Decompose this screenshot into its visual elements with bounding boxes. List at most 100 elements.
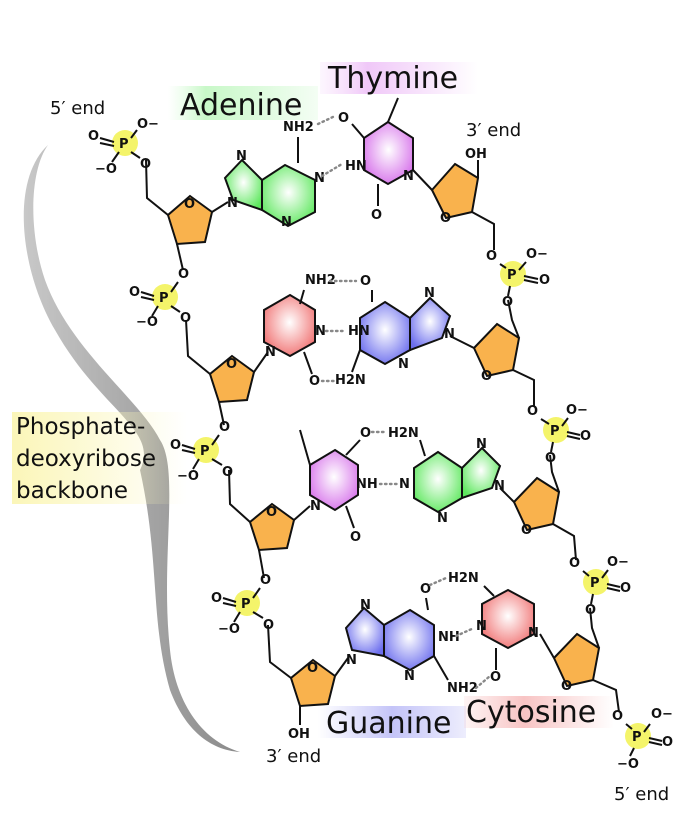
svg-text:N: N: [444, 327, 455, 342]
svg-text:−O: −O: [218, 622, 240, 637]
svg-text:O: O: [486, 249, 497, 264]
backbone-label-highlight: [12, 412, 187, 504]
three-prime-end-top: 3′ end: [466, 120, 521, 141]
svg-text:O: O: [140, 157, 151, 172]
sugar-left-3: [248, 502, 296, 552]
svg-text:P: P: [119, 137, 129, 152]
svg-text:O−: O−: [137, 117, 159, 132]
svg-text:N: N: [281, 215, 292, 230]
svg-text:P: P: [550, 424, 560, 439]
svg-text:O: O: [612, 709, 623, 724]
svg-text:N: N: [404, 669, 415, 684]
sugar-left-1-oxygen: O: [184, 197, 195, 212]
svg-text:O: O: [350, 530, 361, 545]
svg-text:HN: HN: [345, 159, 367, 174]
sugar-right-3: [512, 476, 561, 532]
svg-text:NH2: NH2: [283, 120, 314, 135]
svg-text:−O: −O: [617, 757, 639, 772]
guanine-base-4: O NH N N N NH2: [334, 582, 478, 696]
backbone-label-line-3: backbone: [16, 478, 128, 504]
cytosine-base-2: NH2 N N O: [253, 273, 336, 389]
phosphate-group-4: P O O −O O: [211, 573, 274, 637]
guanine-base-2: O HN N N N H2N: [335, 274, 475, 388]
backbone-label-line-1: Phosphate-: [16, 414, 145, 440]
sugar-right-4-oxygen: O: [561, 679, 572, 694]
svg-text:P: P: [159, 291, 169, 306]
cytosine-label-highlight: [464, 696, 614, 728]
sugar-right-2: [472, 322, 521, 378]
svg-text:O: O: [502, 295, 513, 310]
sugar-right-1: [430, 162, 480, 220]
svg-text:N: N: [265, 345, 276, 360]
sugar-right-2-oxygen: O: [481, 369, 492, 384]
svg-text:O: O: [490, 670, 501, 685]
sugar-left-4-oxygen: O: [307, 661, 318, 676]
svg-text:N: N: [346, 653, 357, 668]
sugar-left-4: [289, 658, 337, 708]
three-prime-end-bottom: 3′ end: [266, 746, 321, 767]
sugar-right-4: [552, 632, 601, 688]
svg-text:O: O: [620, 581, 631, 596]
svg-text:NH: NH: [438, 630, 460, 645]
svg-text:N: N: [528, 626, 539, 641]
thymine-label: Thymine: [327, 61, 458, 96]
sugar-left-2: [208, 354, 256, 404]
svg-text:NH: NH: [356, 477, 378, 492]
cytosine-base-4: H2N N N O: [448, 571, 555, 685]
guanine-label: Guanine: [326, 706, 451, 741]
svg-text:O: O: [580, 429, 591, 444]
svg-text:O: O: [219, 420, 230, 435]
phosphate-group-7: P O O− O O: [569, 555, 631, 618]
sugar-left-3-oxygen: O: [266, 505, 277, 520]
phosphate-group-1: P O O− −O O: [88, 117, 159, 177]
svg-text:O: O: [211, 591, 222, 606]
sugar-left-1: [166, 194, 214, 246]
svg-text:O: O: [527, 404, 538, 419]
adenine-base-1: N N N N NH2: [211, 120, 325, 230]
five-prime-end-bottom: 5′ end: [614, 784, 669, 805]
svg-text:O: O: [170, 438, 181, 453]
svg-text:O: O: [222, 465, 233, 480]
svg-text:N: N: [314, 171, 325, 186]
svg-text:O−: O−: [607, 555, 629, 570]
adenine-label: Adenine: [180, 88, 302, 123]
phosphate-group-8: P O O− O −O: [612, 707, 673, 772]
sugar-right-1-oxygen: O: [440, 211, 451, 226]
svg-text:O: O: [420, 582, 431, 597]
backbone-label-line-2: deoxyribose: [16, 446, 156, 472]
thymine-base-3: O NH N O: [293, 426, 378, 545]
svg-text:O: O: [569, 556, 580, 571]
svg-text:P: P: [507, 268, 517, 283]
svg-text:O: O: [129, 285, 140, 300]
svg-text:H2N: H2N: [335, 373, 366, 388]
sugar-right-3-oxygen: O: [521, 523, 532, 538]
svg-text:N: N: [398, 357, 409, 372]
svg-text:N: N: [494, 479, 505, 494]
svg-text:P: P: [632, 730, 642, 745]
svg-text:O: O: [585, 603, 596, 618]
svg-text:O−: O−: [526, 247, 548, 262]
svg-text:N: N: [437, 511, 448, 526]
thymine-base-1: O HN N O: [338, 97, 433, 223]
phosphate-group-5: P O O− O O: [486, 247, 550, 310]
svg-text:O: O: [309, 374, 320, 389]
svg-text:O: O: [371, 208, 382, 223]
svg-text:NH2: NH2: [447, 681, 478, 696]
svg-text:N: N: [403, 169, 414, 184]
hydroxyl-bottom: OH: [288, 727, 310, 742]
svg-text:O: O: [180, 311, 191, 326]
svg-text:N: N: [476, 437, 487, 452]
phosphate-group-3: P O O −O O: [170, 420, 233, 484]
svg-text:N: N: [315, 324, 326, 339]
svg-text:O: O: [263, 618, 274, 633]
svg-text:NH2: NH2: [305, 273, 336, 288]
five-prime-end-top: 5′ end: [50, 98, 105, 119]
sugar-left-2-oxygen: O: [226, 357, 237, 372]
svg-text:O: O: [338, 111, 349, 126]
svg-text:N: N: [424, 286, 435, 301]
svg-text:O: O: [360, 426, 371, 441]
svg-text:P: P: [200, 444, 210, 459]
svg-text:O: O: [539, 273, 550, 288]
svg-text:O−: O−: [566, 403, 588, 418]
